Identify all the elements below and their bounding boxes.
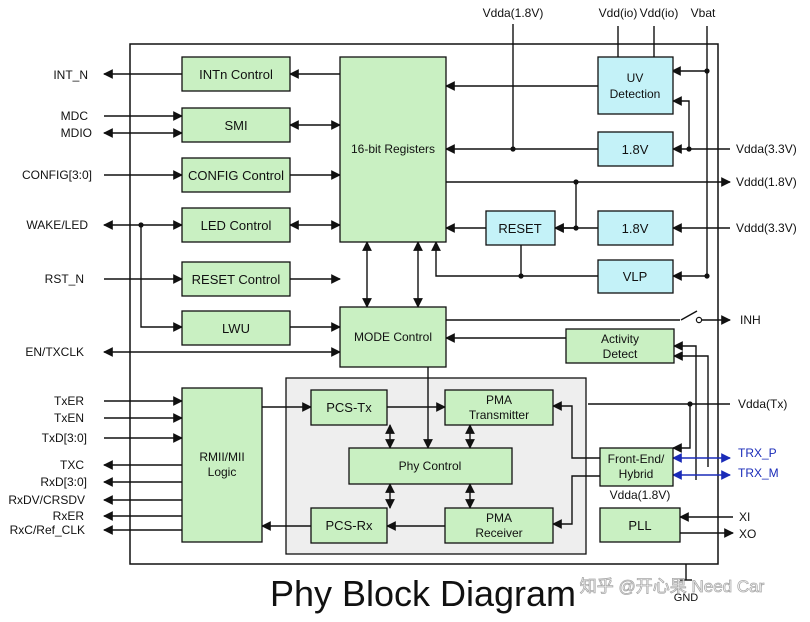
xo-label: XO: [739, 527, 756, 541]
vdda-1v8-top-label: Vdda(1.8V): [483, 6, 544, 20]
svg-text:LWU: LWU: [222, 321, 250, 336]
registers-block: 16-bit Registers: [339, 56, 447, 243]
trx-p-label: TRX_P: [738, 446, 777, 460]
vdda-tx-label: Vdda(Tx): [738, 397, 787, 411]
pcs-tx-block: PCS-Tx: [310, 389, 388, 426]
svg-text:VLP: VLP: [623, 269, 648, 284]
rxer-label: RxER: [53, 509, 85, 523]
config-control-block: CONFIG Control: [181, 157, 291, 193]
svg-text:Logic: Logic: [208, 465, 237, 479]
mode-control-block: MODE Control: [339, 306, 447, 368]
int-n-label: INT_N: [53, 68, 88, 82]
pcs-rx-block: PCS-Rx: [310, 507, 388, 544]
svg-text:LED Control: LED Control: [201, 218, 272, 233]
svg-text:SMI: SMI: [224, 118, 247, 133]
svg-text:RMII/MII: RMII/MII: [199, 450, 244, 464]
gnd-label: GND: [674, 592, 699, 604]
config-label: CONFIG[3:0]: [22, 168, 92, 182]
vlp-block: VLP: [597, 259, 674, 294]
regulator-1v8-analog-block: 1.8V: [597, 131, 674, 167]
reset-control-block: RESET Control: [181, 261, 291, 297]
vdd-io-label-1: Vdd(io): [599, 6, 638, 20]
svg-text:PMA: PMA: [486, 393, 512, 407]
svg-text:INTn Control: INTn Control: [199, 67, 273, 82]
svg-text:16-bit Registers: 16-bit Registers: [351, 142, 435, 156]
vdda-3v3-label: Vdda(3.3V): [736, 142, 797, 156]
mdio-label: MDIO: [61, 126, 92, 140]
svg-text:Detect: Detect: [603, 347, 638, 361]
intn-control-block: INTn Control: [181, 56, 291, 92]
svg-text:PLL: PLL: [628, 518, 651, 533]
watermark: 知乎 @开心果 Need Car: [580, 577, 765, 596]
rmii-mii-logic-block: RMII/MII Logic: [181, 387, 263, 543]
svg-text:Transmitter: Transmitter: [469, 408, 529, 422]
vbat-label: Vbat: [691, 6, 716, 20]
rxd-label: RxD[3:0]: [40, 475, 87, 489]
svg-text:UV: UV: [627, 71, 644, 85]
svg-text:PCS-Rx: PCS-Rx: [326, 518, 373, 533]
activity-detect-block: Activity Detect: [565, 328, 675, 364]
svg-text:Receiver: Receiver: [475, 526, 522, 540]
svg-text:CONFIG Control: CONFIG Control: [188, 168, 284, 183]
diagram-title: Phy Block Diagram: [270, 573, 576, 614]
pma-receiver-block: PMA Receiver: [444, 507, 554, 544]
front-end-hybrid-block: Front-End/ Hybrid: [599, 447, 674, 487]
txen-label: TxEN: [54, 411, 84, 425]
svg-text:Front-End/: Front-End/: [608, 452, 665, 466]
svg-text:Phy Control: Phy Control: [399, 459, 462, 473]
svg-text:RESET: RESET: [498, 221, 541, 236]
uv-detection-block: UV Detection: [597, 56, 674, 115]
svg-text:RESET Control: RESET Control: [192, 272, 281, 287]
txc-label: TXC: [60, 458, 84, 472]
phy-control-block: Phy Control: [348, 447, 513, 485]
txer-label: TxER: [54, 394, 84, 408]
svg-text:1.8V: 1.8V: [622, 221, 649, 236]
led-control-block: LED Control: [181, 207, 291, 243]
pll-block: PLL: [599, 507, 681, 543]
wake-led-label: WAKE/LED: [26, 218, 88, 232]
svg-text:MODE Control: MODE Control: [354, 330, 432, 344]
rxc-ref-clk-label: RxC/Ref_CLK: [10, 523, 85, 537]
reset-block: RESET: [485, 210, 556, 246]
xi-label: XI: [739, 510, 750, 524]
rxdv-crsdv-label: RxDV/CRSDV: [8, 493, 85, 507]
vdda-1v8-pll-label: Vdda(1.8V): [610, 488, 671, 502]
pma-transmitter-block: PMA Transmitter: [444, 389, 554, 426]
vdd-io-label-2: Vdd(io): [640, 6, 679, 20]
svg-text:Activity: Activity: [601, 332, 639, 346]
svg-text:Detection: Detection: [610, 87, 661, 101]
svg-text:Hybrid: Hybrid: [619, 467, 654, 481]
svg-text:PMA: PMA: [486, 511, 512, 525]
svg-text:PCS-Tx: PCS-Tx: [326, 400, 372, 415]
rst-n-label: RST_N: [45, 272, 84, 286]
vddd-1v8-label: Vddd(1.8V): [736, 175, 797, 189]
regulator-1v8-digital-block: 1.8V: [597, 210, 674, 246]
inh-label: INH: [740, 313, 761, 327]
svg-text:1.8V: 1.8V: [622, 142, 649, 157]
en-txclk-label: EN/TXCLK: [25, 345, 84, 359]
smi-block: SMI: [181, 107, 291, 143]
trx-m-label: TRX_M: [738, 466, 779, 480]
mdc-label: MDC: [61, 109, 89, 123]
txd-label: TxD[3:0]: [42, 431, 87, 445]
vddd-3v3-label: Vddd(3.3V): [736, 221, 797, 235]
lwu-block: LWU: [181, 310, 291, 346]
